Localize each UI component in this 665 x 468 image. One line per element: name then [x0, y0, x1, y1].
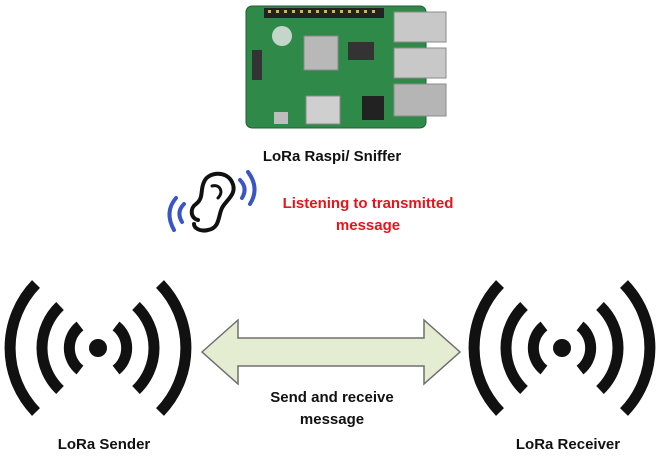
send-receive-line2: message: [299, 411, 365, 428]
double-arrow-icon: [200, 318, 462, 386]
send-receive-line1: Send and receive: [270, 389, 394, 406]
raspberry-pi-board-icon: [245, 5, 447, 129]
wireless-signal-icon: [4, 280, 192, 416]
wireless-signal-icon: [468, 280, 656, 416]
listening-caption: Listening to transmitted message: [248, 193, 488, 237]
receiver-label: LoRa Receiver: [515, 436, 621, 453]
sender-label: LoRa Sender: [57, 436, 151, 453]
ear-listening-icon: [167, 170, 257, 233]
pi-label: LoRa Raspi/ Sniffer: [262, 148, 402, 165]
send-receive-caption: Send and receive message: [232, 387, 432, 431]
listening-caption-line1: Listening to transmitted: [282, 195, 454, 212]
listening-caption-line2: message: [335, 217, 401, 234]
